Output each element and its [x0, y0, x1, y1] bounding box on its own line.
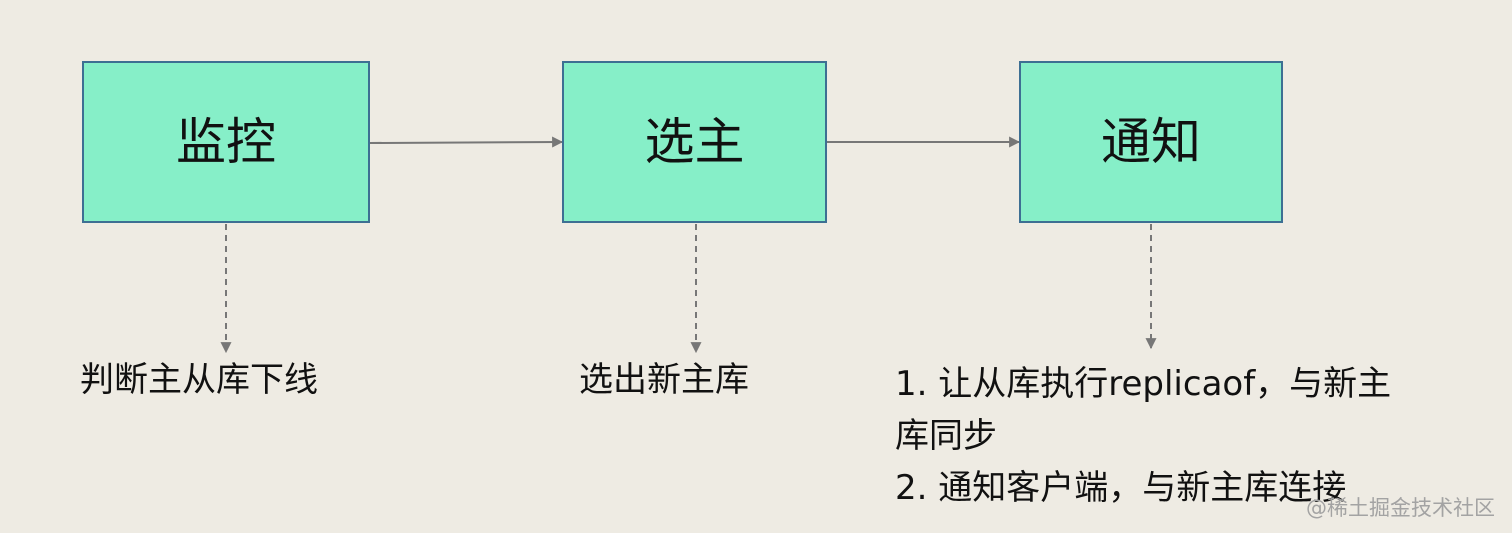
notify-note-line-3: 2. 通知客户端，与新主库连接: [895, 468, 1347, 508]
elect-master-note-line: 选出新主库: [579, 360, 749, 400]
arrow-monitor-to-elect: [369, 136, 564, 148]
elect-master-step-note: 选出新主库: [579, 354, 749, 406]
notify-step-note: 1. 让从库执行replicaof，与新主 库同步 2. 通知客户端，与新主库连…: [895, 358, 1391, 514]
monitor-step-label: 监控: [176, 113, 276, 171]
monitor-step-box: 监控: [82, 61, 370, 223]
elect-master-step-box: 选主: [562, 61, 827, 223]
elect-master-step-label: 选主: [644, 113, 745, 171]
watermark: @稀土掘金技术社区: [1306, 496, 1495, 520]
notify-step-box: 通知: [1019, 61, 1283, 223]
notify-step-label: 通知: [1101, 113, 1201, 171]
monitor-step-note: 判断主从库下线: [80, 354, 318, 406]
monitor-note-line: 判断主从库下线: [80, 360, 318, 400]
notify-note-line-2: 库同步: [895, 416, 997, 456]
notify-note-line-1: 1. 让从库执行replicaof，与新主: [895, 364, 1392, 404]
